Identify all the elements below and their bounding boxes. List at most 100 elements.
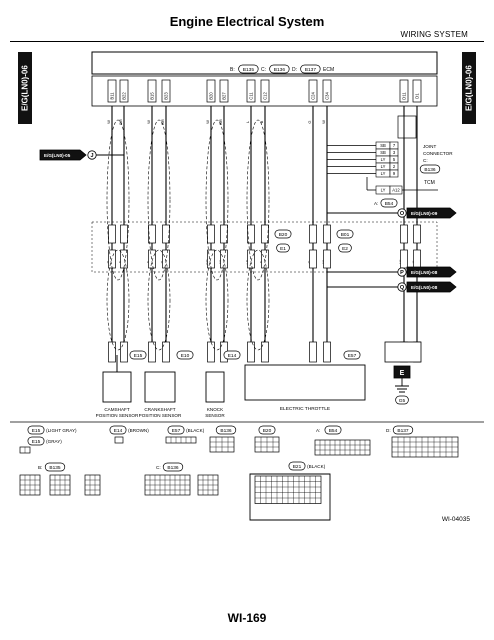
jc-top-connector: [397, 115, 417, 139]
ecm-connector-1: B135: [243, 67, 255, 73]
mid-pin-b-2: [148, 249, 156, 269]
ecm-connector-1-bubble: [238, 64, 259, 74]
knock-sensor-name-2: SENSOR: [205, 413, 225, 418]
throttle-code-bubble: [343, 350, 361, 360]
legend-prefix-9: C:: [156, 465, 161, 470]
ecm-connector-5: B137: [305, 67, 317, 73]
jc-color-4: LY: [381, 171, 386, 176]
ecm-pin-cell-3: [161, 79, 171, 103]
legend-code-2: E14: [114, 428, 123, 434]
ecm-text-4: D:: [292, 67, 297, 73]
cam-sensor-name-1: CAMSHAFT: [104, 407, 129, 412]
wire-color-1: BR: [118, 119, 123, 125]
crank-sensor-code-bubble: [176, 350, 194, 360]
legend-code-9-bubble: [162, 462, 184, 472]
mid-pin-b-5: [220, 249, 228, 269]
wire-color-2: W: [146, 120, 151, 124]
ecm-pin-cell-6: [246, 79, 256, 103]
tcm-wire-color: LY: [381, 188, 386, 193]
shield-knock-bottom: [205, 249, 229, 351]
ecm-text-6: ECM: [323, 67, 334, 73]
junction-b01: B01: [341, 232, 350, 238]
ecm-pin-cell-5: [219, 79, 229, 103]
crank-sensor-body: [144, 371, 176, 403]
jc-label-0: JOINT: [423, 144, 436, 149]
legend-code-8-bubble: [44, 462, 66, 472]
legend-code-0-bubble: [27, 425, 45, 435]
ecm-pin-cell-8: [308, 79, 318, 103]
offpage-j-arrow: [39, 149, 87, 161]
header-rule: [10, 41, 484, 42]
page-number: WI-169: [227, 611, 267, 625]
shield-throttle-top: [246, 119, 270, 281]
legend-prefix-7: D:: [386, 428, 391, 433]
wire-color-0: W: [106, 120, 111, 124]
jc-pin-box-4: [389, 169, 399, 178]
jc-code-bubble: [419, 164, 441, 174]
mid-pin-b-6: [247, 249, 255, 269]
sensor-pin-7: [261, 341, 269, 363]
offpage-Q-label: E/G(LN0)-08: [411, 285, 438, 290]
legend-desc-0: (LIGHT GRAY): [46, 428, 77, 433]
shield-cam-top: [106, 119, 130, 281]
face-b21-housing: [249, 473, 331, 521]
ground-code-bubble: [395, 395, 409, 405]
offpage-P-letter: P: [400, 270, 404, 276]
mid-pin-7: [261, 224, 269, 244]
mid-pin-3: [162, 224, 170, 244]
ecm-pin-cell-0: [107, 79, 117, 103]
ecm-box: [91, 51, 438, 75]
ecm-pin-2: B15: [150, 92, 155, 100]
cam-sensor-name-2: POSITION SENSOR: [96, 413, 139, 418]
ecm-pin-4: B20: [209, 92, 214, 100]
offpage-O-label: E/G(LN0)-09: [411, 211, 438, 216]
mid-pin-b-7: [261, 249, 269, 269]
crank-sensor-name-2: POSITION SENSOR: [139, 413, 182, 418]
offpage-O-letter: O: [400, 211, 405, 217]
ecm-pin-cell-7: [260, 79, 270, 103]
cam-sensor-code-bubble: [129, 350, 147, 360]
offpage-Q-letter: Q: [400, 285, 405, 291]
jc-pin-4: 9: [393, 171, 396, 176]
junction-b01-bubble: [336, 229, 354, 239]
knock-sensor-name-1: KNOCK: [207, 407, 224, 412]
junction-b20: B20: [279, 232, 288, 238]
ecm-text-2: C:: [261, 67, 266, 73]
jc-color-2: LY: [381, 157, 386, 162]
jc-label-1: CONNECTOR: [423, 151, 453, 156]
mid-pin-b-3: [162, 249, 170, 269]
ecm-connector-5-bubble: [300, 64, 321, 74]
legend-code-8: B135: [49, 465, 61, 471]
legend-code-6: B54: [329, 428, 338, 434]
knock-sensor-body: [205, 371, 225, 403]
tcm-pin: A12: [392, 188, 400, 193]
tcm-connector-bubble: [380, 198, 398, 208]
offpage-j-label: E/G(LN0)-05: [44, 153, 71, 158]
shield-knock-top: [205, 119, 229, 281]
face-b54: [314, 439, 371, 456]
ecm-pin-cell-11: [412, 79, 422, 103]
shield-crank-top: [147, 119, 171, 281]
ecm-pin-cell-4: [206, 79, 216, 103]
shield-crank-bottom: [147, 249, 171, 351]
sensor-pin-3: [162, 341, 170, 363]
throttle-body: [244, 364, 366, 401]
mid-pin-9: [323, 224, 331, 244]
ground-symbol: E: [400, 370, 405, 377]
jc-color-1: SB: [380, 150, 386, 155]
crank-sensor-code: E10: [181, 353, 190, 359]
ecm-pin-1: B22: [122, 92, 127, 100]
mid-pin-5: [220, 224, 228, 244]
mid-pin-2: [148, 224, 156, 244]
ecm-pin-6: C11: [249, 92, 254, 100]
ecm-pin-cell-1: [119, 79, 129, 103]
legend-prefix-8: B:: [38, 465, 42, 470]
junction-e2-bubble: [338, 243, 352, 253]
page-title: Engine Electrical System: [169, 14, 325, 29]
sensor-pin-4: [207, 341, 215, 363]
legend-code-1-bubble: [27, 436, 45, 446]
legend-code-3: E57: [172, 428, 181, 434]
legend-desc-2: (BROWN): [128, 428, 149, 433]
wire-color-3: BR: [160, 119, 165, 125]
mid-pin-0: [108, 224, 116, 244]
